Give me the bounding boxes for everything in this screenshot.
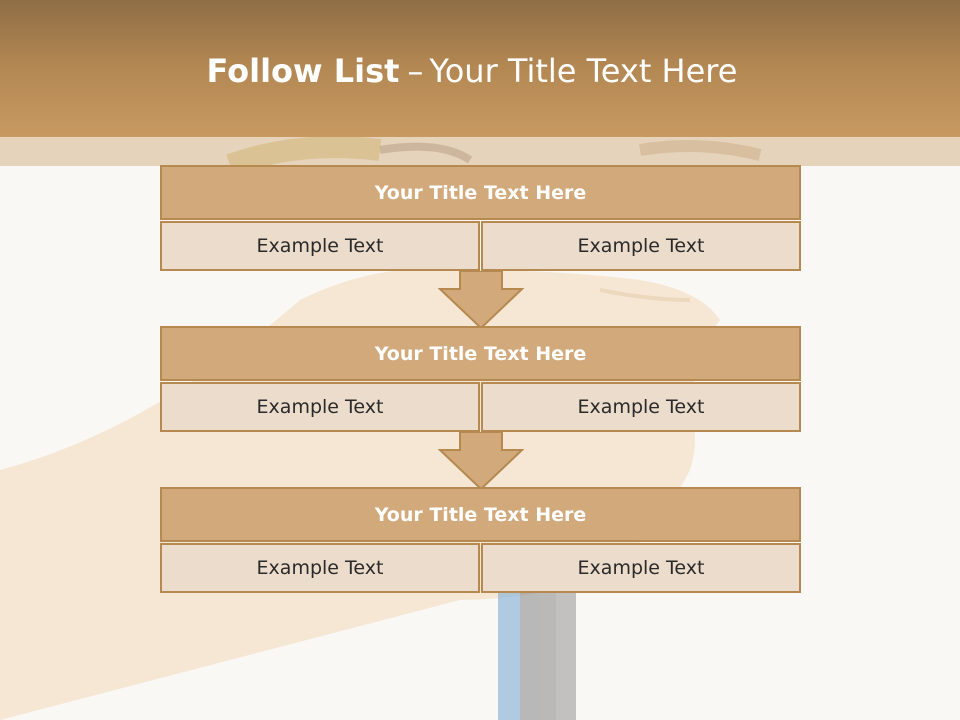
slide-title-separator: – [407,52,424,90]
block-row: Example Text Example Text [160,543,801,593]
block-cell-left: Example Text [160,543,480,593]
header-bar [0,0,960,137]
slide-title: Follow List–Your Title Text Here [0,52,944,90]
down-arrow-icon [438,432,524,490]
list-block-3: Your Title Text Here Example Text Exampl… [160,487,801,593]
block-cell-right: Example Text [481,221,801,271]
block-row: Example Text Example Text [160,221,801,271]
block-cell-right: Example Text [481,382,801,432]
list-block-1: Your Title Text Here Example Text Exampl… [160,165,801,271]
block-row: Example Text Example Text [160,382,801,432]
list-block-2: Your Title Text Here Example Text Exampl… [160,326,801,432]
header-strip [0,137,960,166]
block-title: Your Title Text Here [160,326,801,381]
slide-title-bold: Follow List [206,52,400,90]
block-cell-right: Example Text [481,543,801,593]
block-cell-left: Example Text [160,382,480,432]
block-cell-left: Example Text [160,221,480,271]
block-title: Your Title Text Here [160,487,801,542]
down-arrow-icon [438,271,524,329]
block-title: Your Title Text Here [160,165,801,220]
slide-title-rest: Your Title Text Here [429,52,738,90]
